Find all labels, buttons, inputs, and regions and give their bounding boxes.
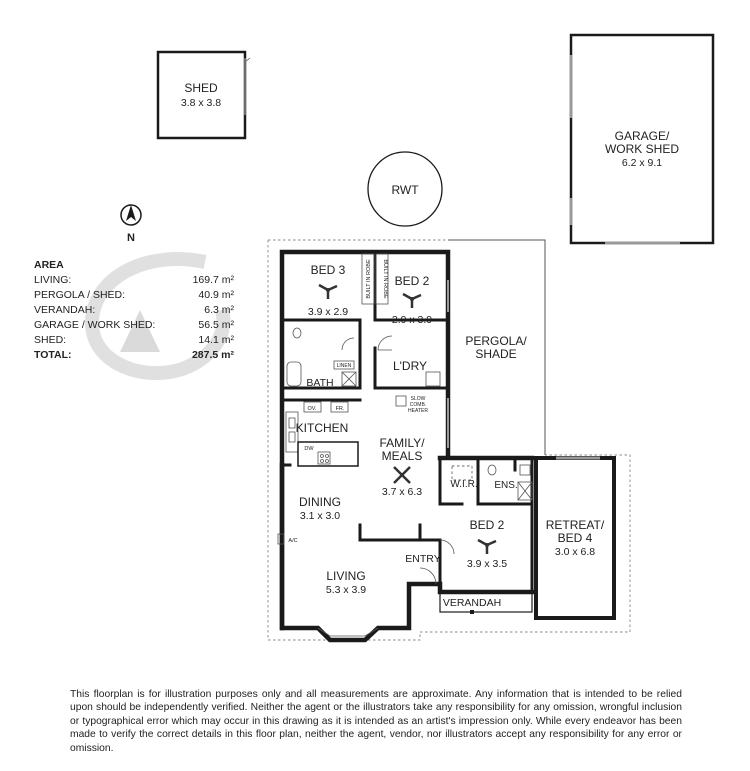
bed2n-dims: 2.9 x 3.9 <box>392 314 432 326</box>
living: LIVING 5.3 x 3.9 <box>326 569 366 596</box>
bed2s-name: BED 2 <box>470 518 505 532</box>
dining-dims: 3.1 x 3.0 <box>300 510 340 522</box>
house-outer-walls <box>279 249 535 643</box>
area-value: 40.9 m² <box>198 289 234 301</box>
area-row: SHED: 14.1 m² <box>34 333 234 348</box>
family-meals: FAMILY/ MEALS 3.7 x 6.3 <box>379 436 425 498</box>
area-total-row: TOTAL: 287.5 m² <box>34 348 234 363</box>
bed2-south: BED 2 3.9 x 3.5 <box>439 518 507 570</box>
ens-label: ENS. <box>494 480 517 491</box>
bed3-ceiling-fan-icon <box>318 283 338 299</box>
bed3-name: BED 3 <box>311 263 346 277</box>
bed2-north: BED 2 2.9 x 3.9 <box>392 274 432 326</box>
area-value: 6.3 m² <box>204 304 234 316</box>
retreat-name-2: BED 4 <box>558 531 593 545</box>
retreat-dims: 3.0 x 6.8 <box>555 546 595 558</box>
slow-comb-heater: SLOW COMB. HEATER <box>395 395 428 414</box>
laundry: L'DRY <box>377 335 441 387</box>
area-label: GARAGE / WORK SHED: <box>34 319 156 331</box>
ac-label: A/C <box>288 538 297 544</box>
garage: GARAGE/ WORK SHED 6.2 x 9.1 <box>569 33 715 245</box>
bed2n-name: BED 2 <box>395 274 430 288</box>
ldry-name: L'DRY <box>393 359 427 373</box>
watermark-logo <box>85 252 231 381</box>
bath: LINEN BATH <box>286 327 357 389</box>
heater-l1: SLOW <box>411 396 426 402</box>
living-dims: 5.3 x 3.9 <box>326 584 366 596</box>
pergola-name-2: SHADE <box>475 347 516 361</box>
area-label: SHED: <box>34 334 67 346</box>
area-total-label: TOTAL: <box>34 349 72 361</box>
family-name-1: FAMILY/ <box>379 436 425 450</box>
floor-plan: SHED 3.8 x 3.8 GARAGE/ WORK SHED 6.2 x 9… <box>85 33 715 643</box>
robe-b-label: BUILT IN ROBE <box>382 259 388 299</box>
bed3-dims: 3.9 x 2.9 <box>308 306 348 318</box>
family-ceiling-fan-icon <box>393 466 411 484</box>
interior-walls <box>280 250 534 594</box>
area-value: 56.5 m² <box>198 319 234 331</box>
living-name: LIVING <box>326 569 365 583</box>
bed2s-dims: 3.9 x 3.5 <box>467 558 507 570</box>
retreat-bed4: RETREAT/ BED 4 3.0 x 6.8 <box>534 456 616 620</box>
bath-name: BATH <box>306 377 333 389</box>
bed2n-ceiling-fan-icon <box>402 292 422 308</box>
family-name-2: MEALS <box>382 449 423 463</box>
entry-name: ENTRY <box>405 553 440 565</box>
area-value: 14.1 m² <box>198 334 234 346</box>
dining-name: DINING <box>299 495 341 509</box>
wir-ens: W.I.R. ENS. <box>450 464 533 501</box>
area-table: AREA LIVING: 169.7 m² PERGOLA / SHED: 40… <box>34 258 234 363</box>
family-dims: 3.7 x 6.3 <box>382 486 422 498</box>
area-row: PERGOLA / SHED: 40.9 m² <box>34 288 234 303</box>
bed3: BED 3 3.9 x 2.9 <box>308 263 348 318</box>
area-label: PERGOLA / SHED: <box>34 289 126 301</box>
fridge-label: FR. <box>336 406 345 412</box>
entry: ENTRY <box>405 553 441 585</box>
dishwasher-label: DW <box>304 446 314 452</box>
linen-label: LINEN <box>337 363 352 369</box>
compass: N <box>120 204 142 244</box>
garage-dims: 6.2 x 9.1 <box>622 157 662 169</box>
disclaimer-text: This floorplan is for illustration purpo… <box>70 689 682 754</box>
retreat-name-1: RETREAT/ <box>546 518 605 532</box>
bed2s-ceiling-fan-icon <box>477 538 497 554</box>
rainwater-tank: RWT <box>367 151 443 227</box>
verandah: VERANDAH <box>439 591 533 614</box>
dining: DINING 3.1 x 3.0 A/C <box>277 495 341 545</box>
area-row: VERANDAH: 6.3 m² <box>34 303 234 318</box>
kitchen: OV. FR. DW KITCHEN <box>285 401 359 467</box>
shed-dims: 3.8 x 3.8 <box>181 97 221 109</box>
area-total-value: 287.5 m² <box>191 349 234 361</box>
verandah-name: VERANDAH <box>443 597 501 609</box>
shed-name: SHED <box>184 81 218 95</box>
shed: SHED 3.8 x 3.8 <box>156 50 251 140</box>
area-label: LIVING: <box>34 274 72 286</box>
heater-l2: COMB. <box>410 402 426 408</box>
area-row: GARAGE / WORK SHED: 56.5 m² <box>34 318 234 333</box>
garage-name-2: WORK SHED <box>605 142 679 156</box>
oven-label: OV. <box>308 406 317 412</box>
kitchen-name: KITCHEN <box>296 421 349 435</box>
wir-label: W.I.R. <box>450 479 477 490</box>
robe-a-label: BUILT IN ROBE <box>366 259 372 299</box>
site-boundary <box>267 239 631 641</box>
pergola-name-1: PERGOLA/ <box>465 334 527 348</box>
garage-name-1: GARAGE/ <box>615 129 670 143</box>
compass-north-label: N <box>127 232 135 244</box>
built-in-robes: BUILT IN ROBE BUILT IN ROBE <box>361 253 389 305</box>
area-label: VERANDAH: <box>34 304 96 316</box>
area-title: AREA <box>34 259 64 271</box>
pergola: PERGOLA/ SHADE <box>448 239 546 455</box>
area-value: 169.7 m² <box>192 274 234 286</box>
heater-l3: HEATER <box>408 408 428 414</box>
rwt-label: RWT <box>391 183 419 197</box>
area-row: LIVING: 169.7 m² <box>34 273 234 288</box>
